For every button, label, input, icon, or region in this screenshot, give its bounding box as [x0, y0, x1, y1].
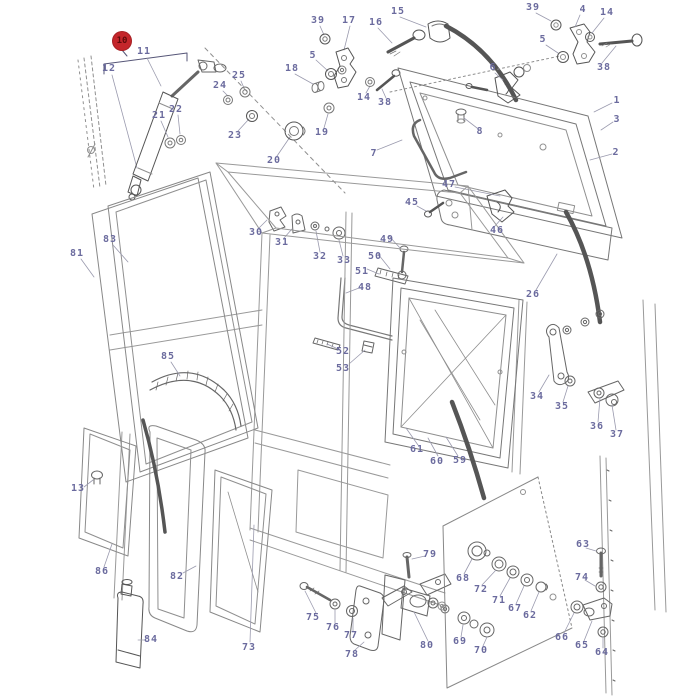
doors-group [78, 418, 273, 669]
roof-parts-group [258, 206, 409, 365]
gas-strut-group [77, 47, 346, 201]
hinge-strap-group [416, 186, 613, 325]
windshield-group [80, 171, 259, 483]
cab-frame [109, 162, 667, 696]
rear-window-frame-group [376, 12, 643, 239]
door-hinge-group [299, 552, 452, 651]
fastener-cluster-top [160, 16, 451, 157]
glass-pane-group [437, 476, 613, 689]
rear-window-opening [384, 277, 524, 501]
lever-group-right [538, 309, 625, 431]
